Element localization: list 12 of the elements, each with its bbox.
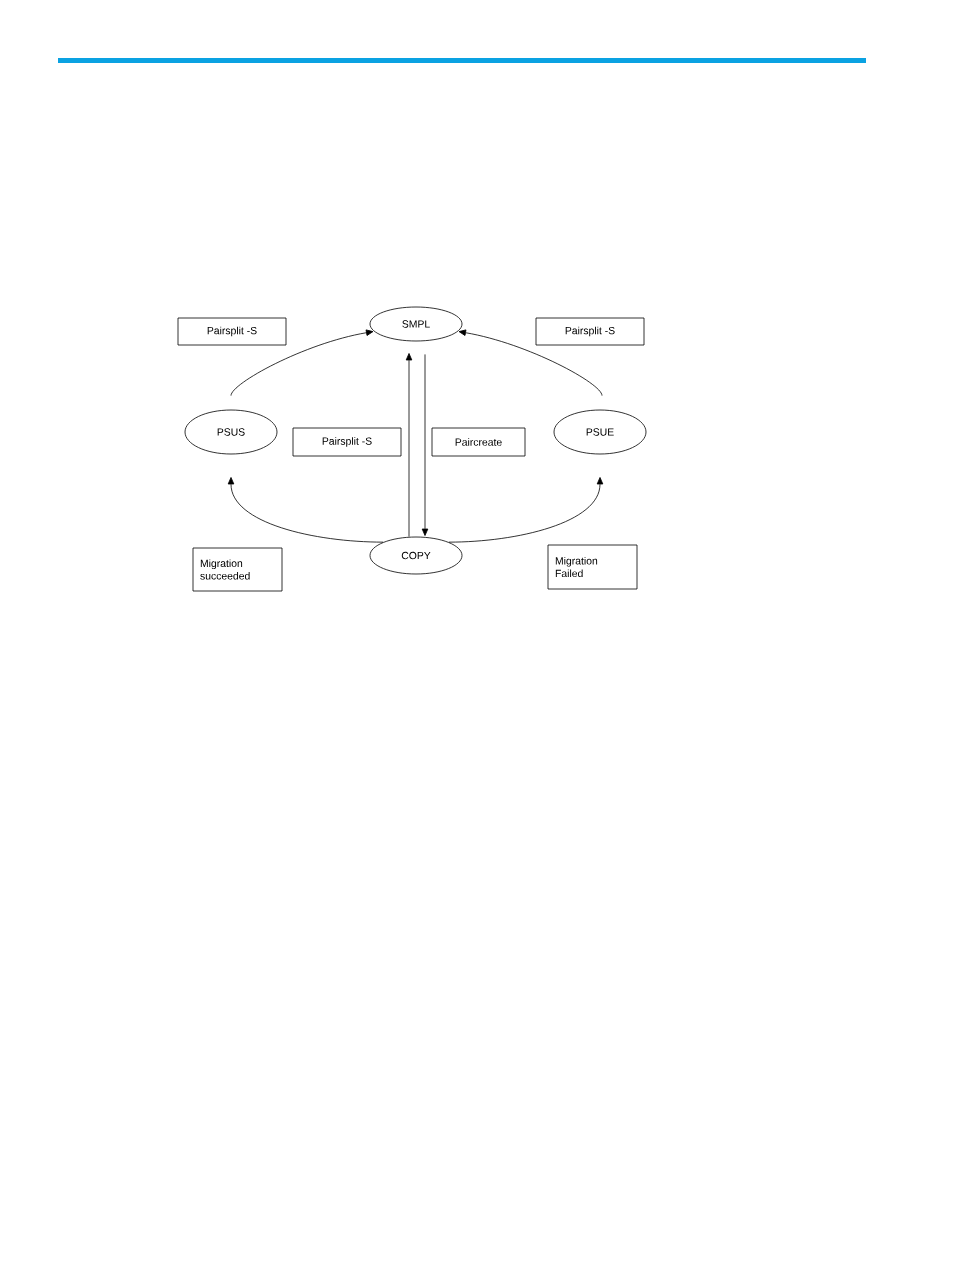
label-box: Paircreate bbox=[431, 427, 526, 457]
label-box: Pairsplit -S bbox=[535, 317, 645, 346]
label-box: Migration succeeded bbox=[192, 547, 283, 592]
label-box: Pairsplit -S bbox=[177, 317, 287, 346]
label-box: Migration Failed bbox=[547, 544, 638, 590]
arrow bbox=[458, 329, 603, 396]
arrow bbox=[227, 477, 384, 543]
arrow bbox=[230, 329, 374, 396]
label-box: Pairsplit -S bbox=[292, 427, 402, 457]
arrow bbox=[421, 354, 429, 536]
arrow bbox=[448, 477, 604, 543]
arrow bbox=[405, 353, 413, 537]
